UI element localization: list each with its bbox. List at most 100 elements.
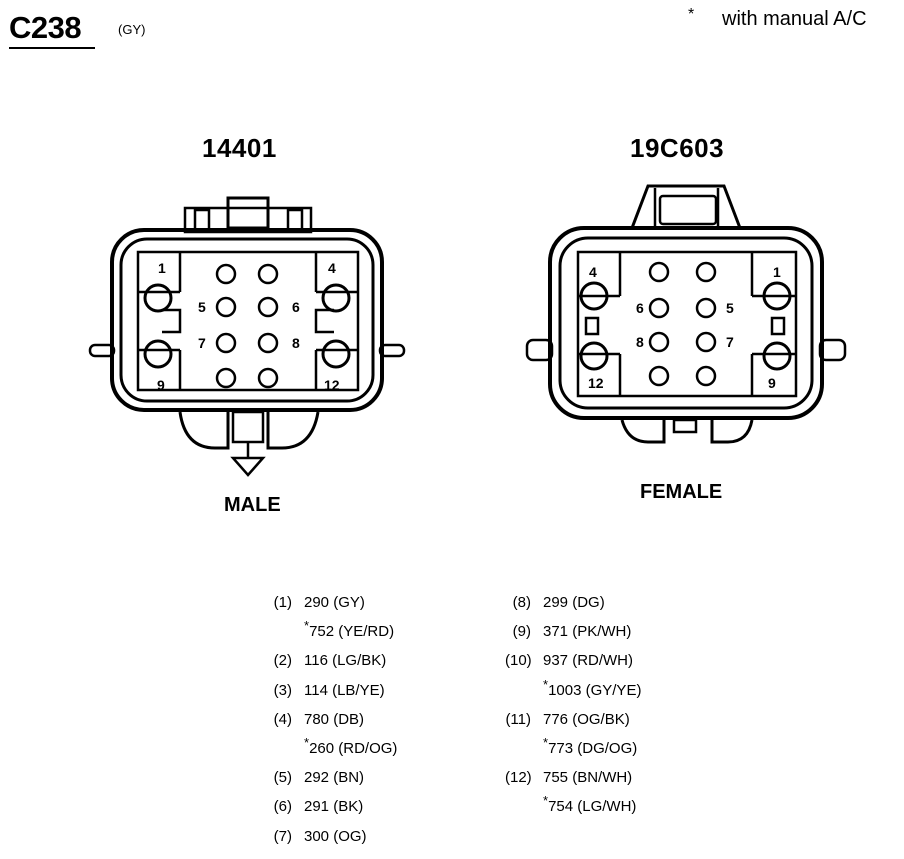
circuit-text: 371 (PK/WH): [543, 623, 632, 641]
female-pin-label: 6: [636, 300, 644, 316]
circuit-wire: 291 (BK): [304, 798, 363, 815]
male-pin-label: 5: [198, 299, 206, 315]
circuit-wire: *773 (DG/OG): [543, 735, 638, 757]
circuit-text: 292 (BN): [304, 769, 365, 787]
circuit-text: 752 (YE/RD): [309, 623, 395, 641]
pin-number: (4): [273, 710, 292, 728]
pinout-row: (7) 300 (OG): [266, 827, 367, 845]
circuit-wire: *754 (LG/WH): [543, 793, 637, 816]
connector-title: C238: [9, 10, 82, 45]
pin-number: (1): [273, 594, 292, 611]
pinout-left-column: (1)290 (GY)*752 (YE/RD)(2)116 (LG/BK)(3)…: [266, 594, 466, 854]
circuit-text: 114 (LB/YE): [304, 681, 385, 699]
pin-number: (5): [273, 769, 292, 787]
male-pin-label: 6: [292, 299, 300, 315]
female-pin-label: 4: [589, 264, 597, 280]
connector-diagram: 1 4 5 6 7 8 9 12 4 1 6 5 8 7 12 9: [88, 184, 847, 477]
pinout-row: (12) 755 (BN/WH): [505, 769, 632, 787]
pinout-row: (1) 290 (GY): [266, 594, 365, 611]
female-pin-label: 1: [773, 264, 781, 280]
male-connector-body: [88, 196, 406, 477]
manual-ac-marker: *: [543, 676, 549, 692]
circuit-wire: 299 (DG): [543, 594, 605, 611]
circuit-text: 1003 (GY/YE): [548, 681, 642, 699]
pinout-row: *754 (LG/WH): [505, 793, 636, 815]
pinout-row: (6) 291 (BK): [266, 798, 364, 816]
circuit-wire: *752 (YE/RD): [304, 618, 395, 641]
male-pin-label: 9: [157, 377, 165, 393]
circuit-text: 299 (DG): [543, 594, 605, 611]
circuit-text: 260 (RD/OG): [309, 740, 398, 757]
pinout-row: (10) 937 (RD/WH): [505, 652, 633, 670]
pinout-row: (9) 371 (PK/WH): [505, 623, 632, 641]
circuit-text: 937 (RD/WH): [543, 652, 634, 670]
circuit-wire: *260 (RD/OG): [304, 735, 398, 757]
pin-number: (9): [512, 623, 531, 641]
pinout-row: (4) 780 (DB): [266, 710, 364, 728]
male-pins: [143, 263, 351, 389]
circuit-wire: 937 (RD/WH): [543, 652, 633, 669]
female-pin-label: 8: [636, 334, 644, 350]
right-connector-part-number: 19C603: [630, 133, 725, 163]
pinout-row: (8) 299 (DG): [505, 594, 605, 611]
title-underline: [9, 47, 95, 49]
circuit-wire: 780 (DB): [304, 711, 364, 728]
pin-number: (8): [512, 594, 531, 611]
circuit-wire: 114 (LB/YE): [304, 682, 385, 699]
connector-color-code: (GY): [118, 22, 146, 37]
pinout-row: *260 (RD/OG): [266, 735, 397, 757]
circuit-text: 780 (DB): [304, 710, 365, 728]
left-connector-part-number: 14401: [202, 133, 277, 163]
circuit-wire: 292 (BN): [304, 769, 364, 786]
female-label: FEMALE: [640, 481, 723, 503]
female-pin-label: 7: [726, 334, 734, 350]
pinout-right-column: (8) 299 (DG) (9) 371 (PK/WH) (10) 937 (RD/WH)…: [505, 594, 725, 824]
pin-number: (11): [505, 710, 531, 728]
pinout-row: (3) 114 (LB/YE): [266, 681, 385, 699]
circuit-text: 300 (OG): [304, 827, 367, 845]
note-text: with manual A/C: [722, 8, 867, 30]
pinout-row: *1003 (GY/YE): [505, 677, 641, 699]
male-label: MALE: [224, 494, 281, 516]
pinout-row: (11) 776 (OG/BK): [505, 710, 629, 728]
pin-number: (3): [273, 681, 292, 699]
circuit-text: 291 (BK): [304, 798, 364, 816]
manual-ac-marker: *: [304, 618, 310, 634]
pin-number: (12): [505, 769, 532, 787]
pin-number: (2): [273, 652, 292, 670]
manual-ac-marker: *: [304, 735, 310, 750]
female-pins: [579, 261, 792, 387]
circuit-text: 754 (LG/WH): [548, 798, 637, 816]
manual-ac-marker: *: [543, 735, 549, 750]
note-symbol: *: [688, 6, 695, 23]
female-pin-label: 9: [768, 375, 776, 391]
pinout-row: (2) 116 (LG/BK): [266, 652, 387, 670]
circuit-wire: 300 (OG): [304, 828, 367, 845]
circuit-text: 755 (BN/WH): [543, 769, 633, 787]
circuit-wire: 776 (OG/BK): [543, 711, 630, 728]
manual-ac-marker: *: [543, 793, 549, 809]
circuit-wire: *1003 (GY/YE): [543, 677, 642, 699]
female-pin-label: 5: [726, 300, 734, 316]
female-pin-label: 12: [588, 375, 604, 391]
male-pin-label: 1: [158, 260, 166, 276]
circuit-text: 776 (OG/BK): [543, 710, 630, 728]
pinout-row: *752 (YE/RD): [266, 618, 394, 640]
circuit-text: 116 (LG/BK): [304, 652, 387, 670]
circuit-wire: 371 (PK/WH): [543, 623, 631, 640]
male-pin-label: 8: [292, 335, 300, 351]
pinout-row: *773 (DG/OG): [505, 735, 637, 757]
pin-number: (6): [273, 798, 292, 816]
pin-number: (7): [273, 827, 292, 845]
circuit-wire: 755 (BN/WH): [543, 769, 632, 786]
circuit-wire: 116 (LG/BK): [304, 652, 386, 669]
female-connector-body: [525, 184, 847, 444]
circuit-text: 773 (DG/OG): [548, 740, 638, 757]
pin-number: (10): [505, 652, 532, 670]
male-pin-label: 7: [198, 335, 206, 351]
circuit-wire: 290 (GY): [304, 594, 365, 611]
male-pin-label: 12: [324, 377, 340, 393]
circuit-text: 290 (GY): [304, 594, 365, 611]
male-pin-label: 4: [328, 260, 336, 276]
pinout-row: (5) 292 (BN): [266, 769, 364, 787]
